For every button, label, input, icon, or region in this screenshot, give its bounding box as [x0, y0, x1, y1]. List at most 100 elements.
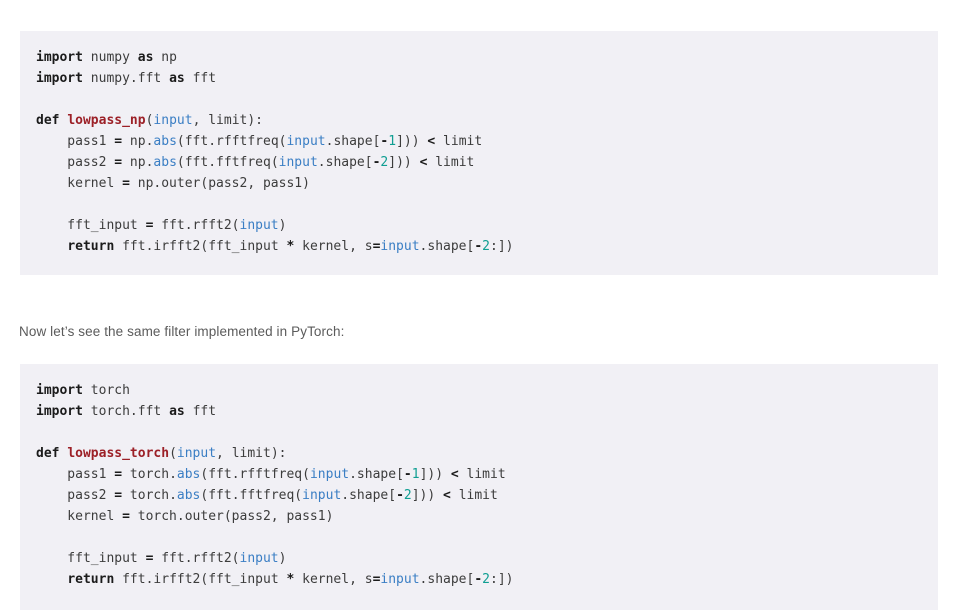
code-token: - [396, 488, 404, 503]
code-line [36, 194, 922, 215]
code-token: input [278, 155, 318, 170]
code-line: kernel = np.outer(pass2, pass1) [36, 173, 922, 194]
code-token: abs [176, 488, 201, 503]
code-token: - [380, 134, 389, 149]
code-token: 2 [482, 572, 490, 587]
code-token: 2 [380, 155, 389, 170]
code-token: pass2 [36, 155, 115, 170]
code-token: import [36, 50, 83, 65]
code-token: :]) [490, 239, 514, 254]
code-token [185, 71, 193, 86]
code-token: torch.outer(pass2, pass1) [129, 509, 334, 524]
code-token: input [176, 446, 217, 461]
code-token: input [286, 134, 326, 149]
code-token: < [443, 488, 451, 503]
code-token: ( [145, 113, 154, 128]
code-token: = [145, 551, 154, 566]
code-token: 1 [411, 467, 420, 482]
code-token: import [36, 404, 83, 419]
code-token: input [380, 572, 420, 587]
code-token: = [122, 509, 130, 524]
code-token: = [114, 488, 123, 503]
code-line: import torch [36, 380, 922, 401]
code-token: ])) [411, 488, 444, 503]
code-token: np. [122, 134, 154, 149]
code-token: abs [153, 155, 177, 170]
code-token: ])) [396, 134, 428, 149]
code-token [36, 572, 67, 587]
code-token: return [67, 239, 115, 254]
code-token: (fft.fftfreq( [200, 488, 303, 503]
code-token: abs [176, 467, 201, 482]
code-token: .shape[ [419, 572, 475, 587]
code-token: lowpass_torch [67, 446, 170, 461]
code-token [83, 383, 91, 398]
code-token: - [372, 155, 381, 170]
code-token: limit [458, 467, 506, 482]
code-token: return [67, 572, 115, 587]
code-token [83, 50, 91, 65]
code-token: * [286, 239, 295, 254]
code-token: fft [192, 71, 217, 86]
code-token: as [169, 404, 185, 419]
code-token: .shape[ [419, 239, 475, 254]
code-token: input [380, 239, 420, 254]
code-token: pass1 [36, 467, 115, 482]
code-line [36, 527, 922, 548]
code-line: return fft.irfft2(fft_input * kernel, s=… [36, 236, 922, 257]
code-token: .shape[ [341, 488, 397, 503]
code-token: kernel, s [294, 239, 373, 254]
code-token: < [419, 155, 428, 170]
code-token: torch. [122, 467, 177, 482]
code-token: np. [122, 155, 154, 170]
code-token: = [114, 134, 123, 149]
code-token: = [114, 467, 123, 482]
code-token: limit [435, 134, 483, 149]
code-line: import torch.fft as fft [36, 401, 922, 422]
code-token: torch.fft [90, 404, 162, 419]
code-token: fft_input [36, 218, 146, 233]
code-token: numpy.fft [90, 71, 162, 86]
code-token: torch. [122, 488, 177, 503]
paragraph-pytorch-intro: Now let’s see the same filter implemente… [19, 323, 345, 339]
code-line: pass2 = torch.abs(fft.fftfreq(input.shap… [36, 485, 922, 506]
code-token [185, 404, 193, 419]
code-token: = [372, 239, 381, 254]
code-token: kernel, s [294, 572, 373, 587]
code-token: lowpass_np [67, 113, 146, 128]
code-line: return fft.irfft2(fft_input * kernel, s=… [36, 569, 922, 590]
code-line [36, 89, 922, 110]
code-token: ) [278, 218, 287, 233]
code-line: def lowpass_torch(input, limit): [36, 443, 922, 464]
code-token: ])) [388, 155, 420, 170]
code-token: (fft.rfftfreq( [200, 467, 310, 482]
code-line: kernel = torch.outer(pass2, pass1) [36, 506, 922, 527]
code-token: import [36, 383, 83, 398]
code-line: import numpy.fft as fft [36, 68, 922, 89]
code-token: limit [450, 488, 498, 503]
code-line: pass1 = torch.abs(fft.rfftfreq(input.sha… [36, 464, 922, 485]
code-token: limit [231, 446, 271, 461]
code-token: kernel [36, 509, 123, 524]
code-token: input [239, 218, 279, 233]
code-token: fft_input [36, 551, 146, 566]
code-token: ( [169, 446, 177, 461]
code-token: pass1 [36, 134, 115, 149]
code-token: (fft.rfftfreq( [176, 134, 287, 149]
code-token: as [169, 71, 185, 86]
code-token: limit [208, 113, 248, 128]
code-token: np [161, 50, 177, 65]
code-token: import [36, 71, 83, 86]
code-token: input [302, 488, 342, 503]
code-token: = [145, 218, 154, 233]
code-line: pass2 = np.abs(fft.fftfreq(input.shape[-… [36, 152, 922, 173]
code-token: limit [427, 155, 475, 170]
code-token: fft.rfft2( [153, 218, 240, 233]
code-token: ): [247, 113, 264, 128]
code-token: (fft.fftfreq( [176, 155, 279, 170]
code-token: abs [153, 134, 177, 149]
code-token: < [450, 467, 459, 482]
